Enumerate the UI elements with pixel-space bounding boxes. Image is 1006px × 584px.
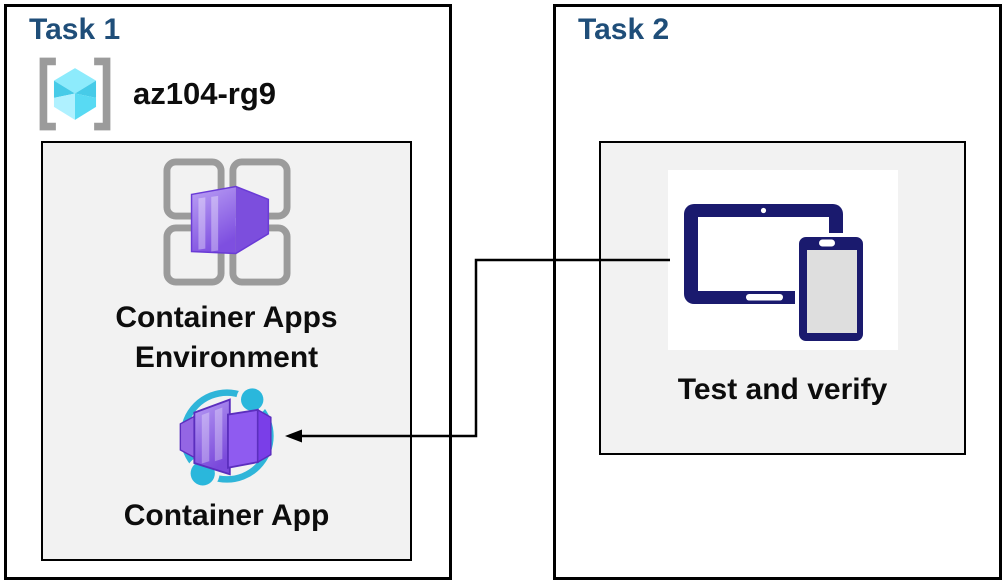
resource-group-icon	[31, 55, 119, 133]
device-icon-card	[667, 170, 898, 350]
container-apps-environment-label: Container Apps Environment	[115, 301, 338, 374]
test-and-verify-label: Test and verify	[677, 373, 888, 406]
task2-box: Task 2 T	[553, 4, 1002, 580]
container-apps-environment-icon	[162, 158, 291, 286]
task1-title: Task 1	[29, 13, 121, 46]
node-container-apps-environment: Container Apps Environment	[43, 158, 410, 378]
container-app-label: Container App	[123, 499, 330, 532]
task1-box: Task 1 az104-rg9	[4, 4, 452, 580]
tablet-and-phone-icon	[668, 170, 898, 350]
task2-title: Task 2	[578, 13, 670, 46]
task2-inner-panel: Test and verify	[599, 141, 966, 455]
resource-group: az104-rg9	[31, 55, 276, 133]
node-container-app: Container App	[43, 380, 410, 536]
container-app-icon	[171, 380, 283, 492]
node-test-and-verify: Test and verify	[601, 143, 964, 410]
resource-group-name: az104-rg9	[133, 76, 277, 111]
task1-inner-panel: Container Apps Environment	[41, 141, 412, 561]
